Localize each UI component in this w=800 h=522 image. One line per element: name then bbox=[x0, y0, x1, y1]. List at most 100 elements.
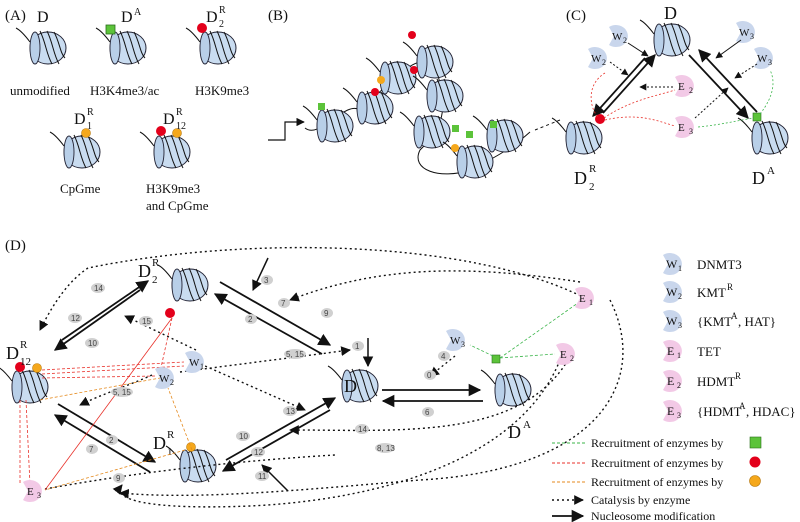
svg-text:, HDAC}: , HDAC} bbox=[746, 404, 796, 419]
svg-text:E: E bbox=[579, 293, 586, 305]
orange-dot-mark bbox=[749, 475, 761, 487]
green-square-mark bbox=[749, 436, 762, 449]
svg-text:8, 13: 8, 13 bbox=[377, 444, 395, 453]
num-14b: 14 bbox=[355, 424, 369, 434]
e3-catalysis-arrow bbox=[694, 87, 729, 119]
red-dot-mark bbox=[15, 362, 25, 372]
legend-w2: W 2 KMT R bbox=[663, 281, 733, 303]
num-5-15: 5, 15 bbox=[284, 349, 306, 359]
red-dot-mark bbox=[408, 31, 416, 39]
arrow-10-lower bbox=[221, 409, 331, 472]
svg-text:2: 2 bbox=[109, 436, 114, 445]
svg-text:1: 1 bbox=[355, 342, 360, 351]
svg-text:Catalysis by enzyme: Catalysis by enzyme bbox=[591, 493, 690, 507]
d-bubble-e3: E 3 bbox=[23, 480, 42, 502]
arrow-d-to-da bbox=[688, 54, 749, 119]
svg-text:6: 6 bbox=[425, 408, 430, 417]
svg-text:1: 1 bbox=[200, 362, 204, 371]
arrow-12-lower bbox=[225, 397, 337, 461]
num-1: 1 bbox=[352, 341, 364, 351]
num-16: 15 bbox=[139, 316, 153, 326]
d-sym-d12r: D bbox=[6, 343, 19, 363]
num-2: 2 bbox=[245, 314, 257, 324]
num-7: 7 bbox=[278, 298, 290, 308]
svg-text:1: 1 bbox=[589, 298, 593, 307]
d-sup-r-1: R bbox=[167, 429, 175, 441]
caption-cpgme: CpGme bbox=[60, 181, 101, 196]
legend-dnmt3: DNMT3 bbox=[697, 257, 742, 272]
panel-c-label: (C) bbox=[566, 8, 586, 24]
green-square-mark bbox=[466, 131, 473, 138]
sym-d12r: D bbox=[163, 111, 175, 128]
svg-text:W: W bbox=[757, 53, 768, 65]
legend-hdmt-a: {HDMT bbox=[697, 404, 742, 419]
sub-1: 1 bbox=[87, 121, 92, 132]
dna-strand-end bbox=[534, 119, 561, 131]
svg-text:E: E bbox=[678, 81, 685, 93]
panel-d: (D) D 2 R D 12 R D 1 R D D A bbox=[0, 238, 624, 508]
svg-text:3: 3 bbox=[37, 491, 41, 500]
orange-dot-mark bbox=[451, 144, 459, 152]
w3-catalysis-arrow bbox=[734, 63, 758, 79]
svg-text:2: 2 bbox=[677, 381, 681, 390]
svg-text:2: 2 bbox=[689, 86, 693, 95]
nucleosome-unmodified: D unmodified bbox=[10, 9, 70, 98]
svg-text:E: E bbox=[560, 349, 567, 361]
d-sym-da: D bbox=[508, 422, 521, 442]
sym-d2r: D bbox=[206, 9, 218, 26]
caption-h3k4: H3K4me3/ac bbox=[90, 83, 160, 98]
svg-text:E: E bbox=[678, 122, 685, 134]
c-sym-d2r: D bbox=[574, 168, 587, 188]
d-nucleosome-d2r bbox=[157, 264, 209, 302]
nucleosome-d12r: D 12 R H3K9me3 and CpGme bbox=[139, 107, 209, 213]
legend-red-recruitment: Recruitment of enzymes by bbox=[552, 456, 761, 470]
sup-a: A bbox=[134, 7, 142, 18]
transcription-start-arrow bbox=[268, 117, 305, 141]
svg-text:W: W bbox=[159, 373, 170, 385]
green-square-mark bbox=[491, 354, 501, 364]
sym-da: D bbox=[121, 9, 133, 26]
svg-text:0: 0 bbox=[427, 371, 432, 380]
sub-12: 12 bbox=[176, 121, 186, 132]
num-14: 14 bbox=[91, 283, 105, 293]
catalysis-14-lower bbox=[289, 359, 569, 435]
svg-text:3: 3 bbox=[750, 32, 754, 41]
catalysis-16 bbox=[124, 315, 197, 351]
d-sup-r-12: R bbox=[20, 339, 28, 351]
arrow-2-lower bbox=[53, 414, 151, 473]
d-sym-d: D bbox=[344, 376, 357, 396]
d-sub-12: 12 bbox=[20, 356, 31, 368]
legend: W 1 DNMT3 W 2 KMT R W 3 {KMT A , HAT} E … bbox=[552, 253, 796, 522]
legend-w1: W 1 DNMT3 bbox=[663, 253, 742, 275]
green-recruit-w3 bbox=[759, 69, 774, 115]
num-12b: 12 bbox=[251, 447, 265, 457]
red-recruit-e3 bbox=[604, 116, 676, 127]
red-dot-mark bbox=[371, 88, 379, 96]
svg-text:, HAT}: , HAT} bbox=[738, 314, 776, 329]
svg-text:5, 15: 5, 15 bbox=[113, 388, 131, 397]
chromatin-nucleosome bbox=[412, 75, 464, 113]
legend-kmt-a: {KMT bbox=[697, 314, 732, 329]
nucleosome-da: D A H3K4me3/ac bbox=[90, 7, 160, 98]
sym-d: D bbox=[37, 9, 49, 26]
arrow-7 bbox=[219, 281, 332, 346]
caption-both-2: and CpGme bbox=[146, 198, 209, 213]
d-bubble-e2: E 2 bbox=[556, 343, 575, 365]
green-recruit-line bbox=[469, 344, 494, 357]
sup-r-12: R bbox=[176, 107, 183, 118]
orange-dot-mark bbox=[186, 442, 196, 452]
c-nucleosome-d2r bbox=[551, 117, 603, 155]
green-square-mark bbox=[318, 103, 325, 110]
sup-r-1: R bbox=[87, 107, 94, 118]
arrow-da-to-d bbox=[698, 49, 758, 113]
arrow-7-lower bbox=[57, 403, 157, 463]
legend-kmt-r: KMT bbox=[697, 285, 726, 300]
green-square-mark bbox=[105, 24, 116, 35]
svg-text:12: 12 bbox=[254, 448, 263, 457]
legend-tet: TET bbox=[697, 344, 721, 359]
svg-text:W: W bbox=[666, 257, 678, 271]
num-3: 3 bbox=[261, 275, 273, 285]
legend-e2: E 2 HDMT R bbox=[663, 370, 741, 392]
orange-recruit-line bbox=[39, 377, 161, 401]
